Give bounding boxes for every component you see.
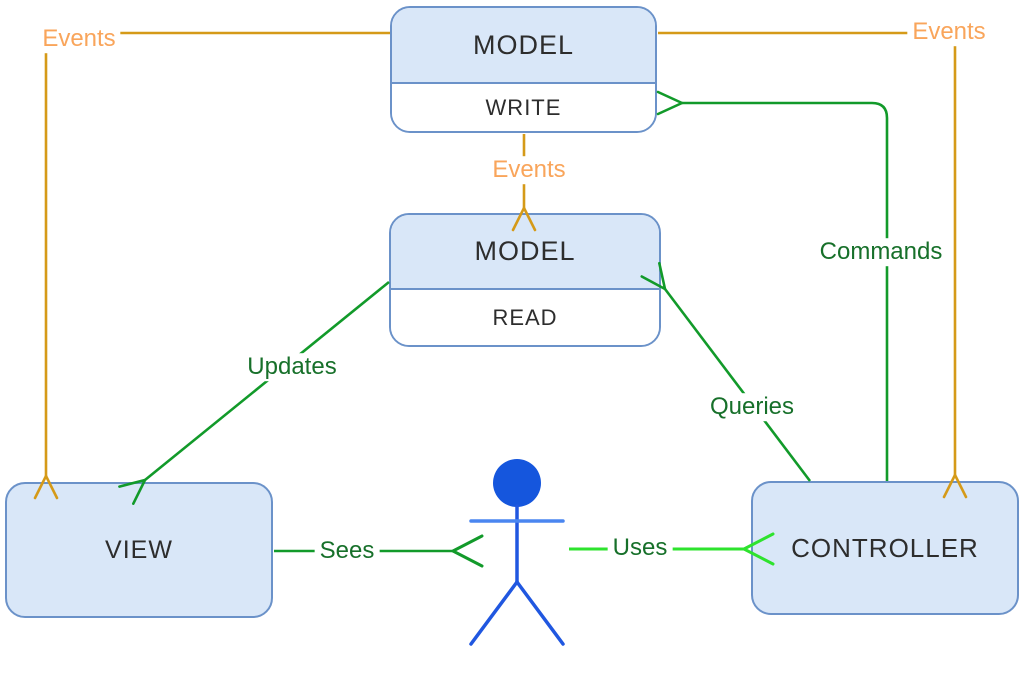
queries-arrow [640,261,812,482]
updates-arrow [118,280,390,505]
events-right-label: Events [907,18,991,46]
view-label: VIEW [105,535,173,564]
model-read-title: MODEL [391,215,659,290]
events-left-label: Events [37,25,121,53]
model-write-box: MODEL WRITE [390,6,657,133]
queries-label: Queries [704,393,800,421]
model-write-subtitle: WRITE [392,84,655,131]
model-read-box: MODEL READ [389,213,661,347]
view-box: VIEW [5,482,273,618]
user-head [493,459,541,507]
uses-label: Uses [607,534,673,562]
updates-label: Updates [242,353,342,381]
commands-arrow [656,90,889,481]
events-middle-label: Events [487,156,571,184]
user-stick-figure-icon [469,459,565,646]
user-leg-right [515,580,565,646]
controller-box: CONTROLLER [751,481,1019,615]
controller-label: CONTROLLER [791,532,979,563]
model-write-title: MODEL [392,8,655,84]
sees-label: Sees [314,537,380,565]
commands-label: Commands [814,238,948,266]
events-left-arrow [33,31,390,500]
user-leg-left [469,580,519,646]
model-read-subtitle: READ [391,290,659,345]
